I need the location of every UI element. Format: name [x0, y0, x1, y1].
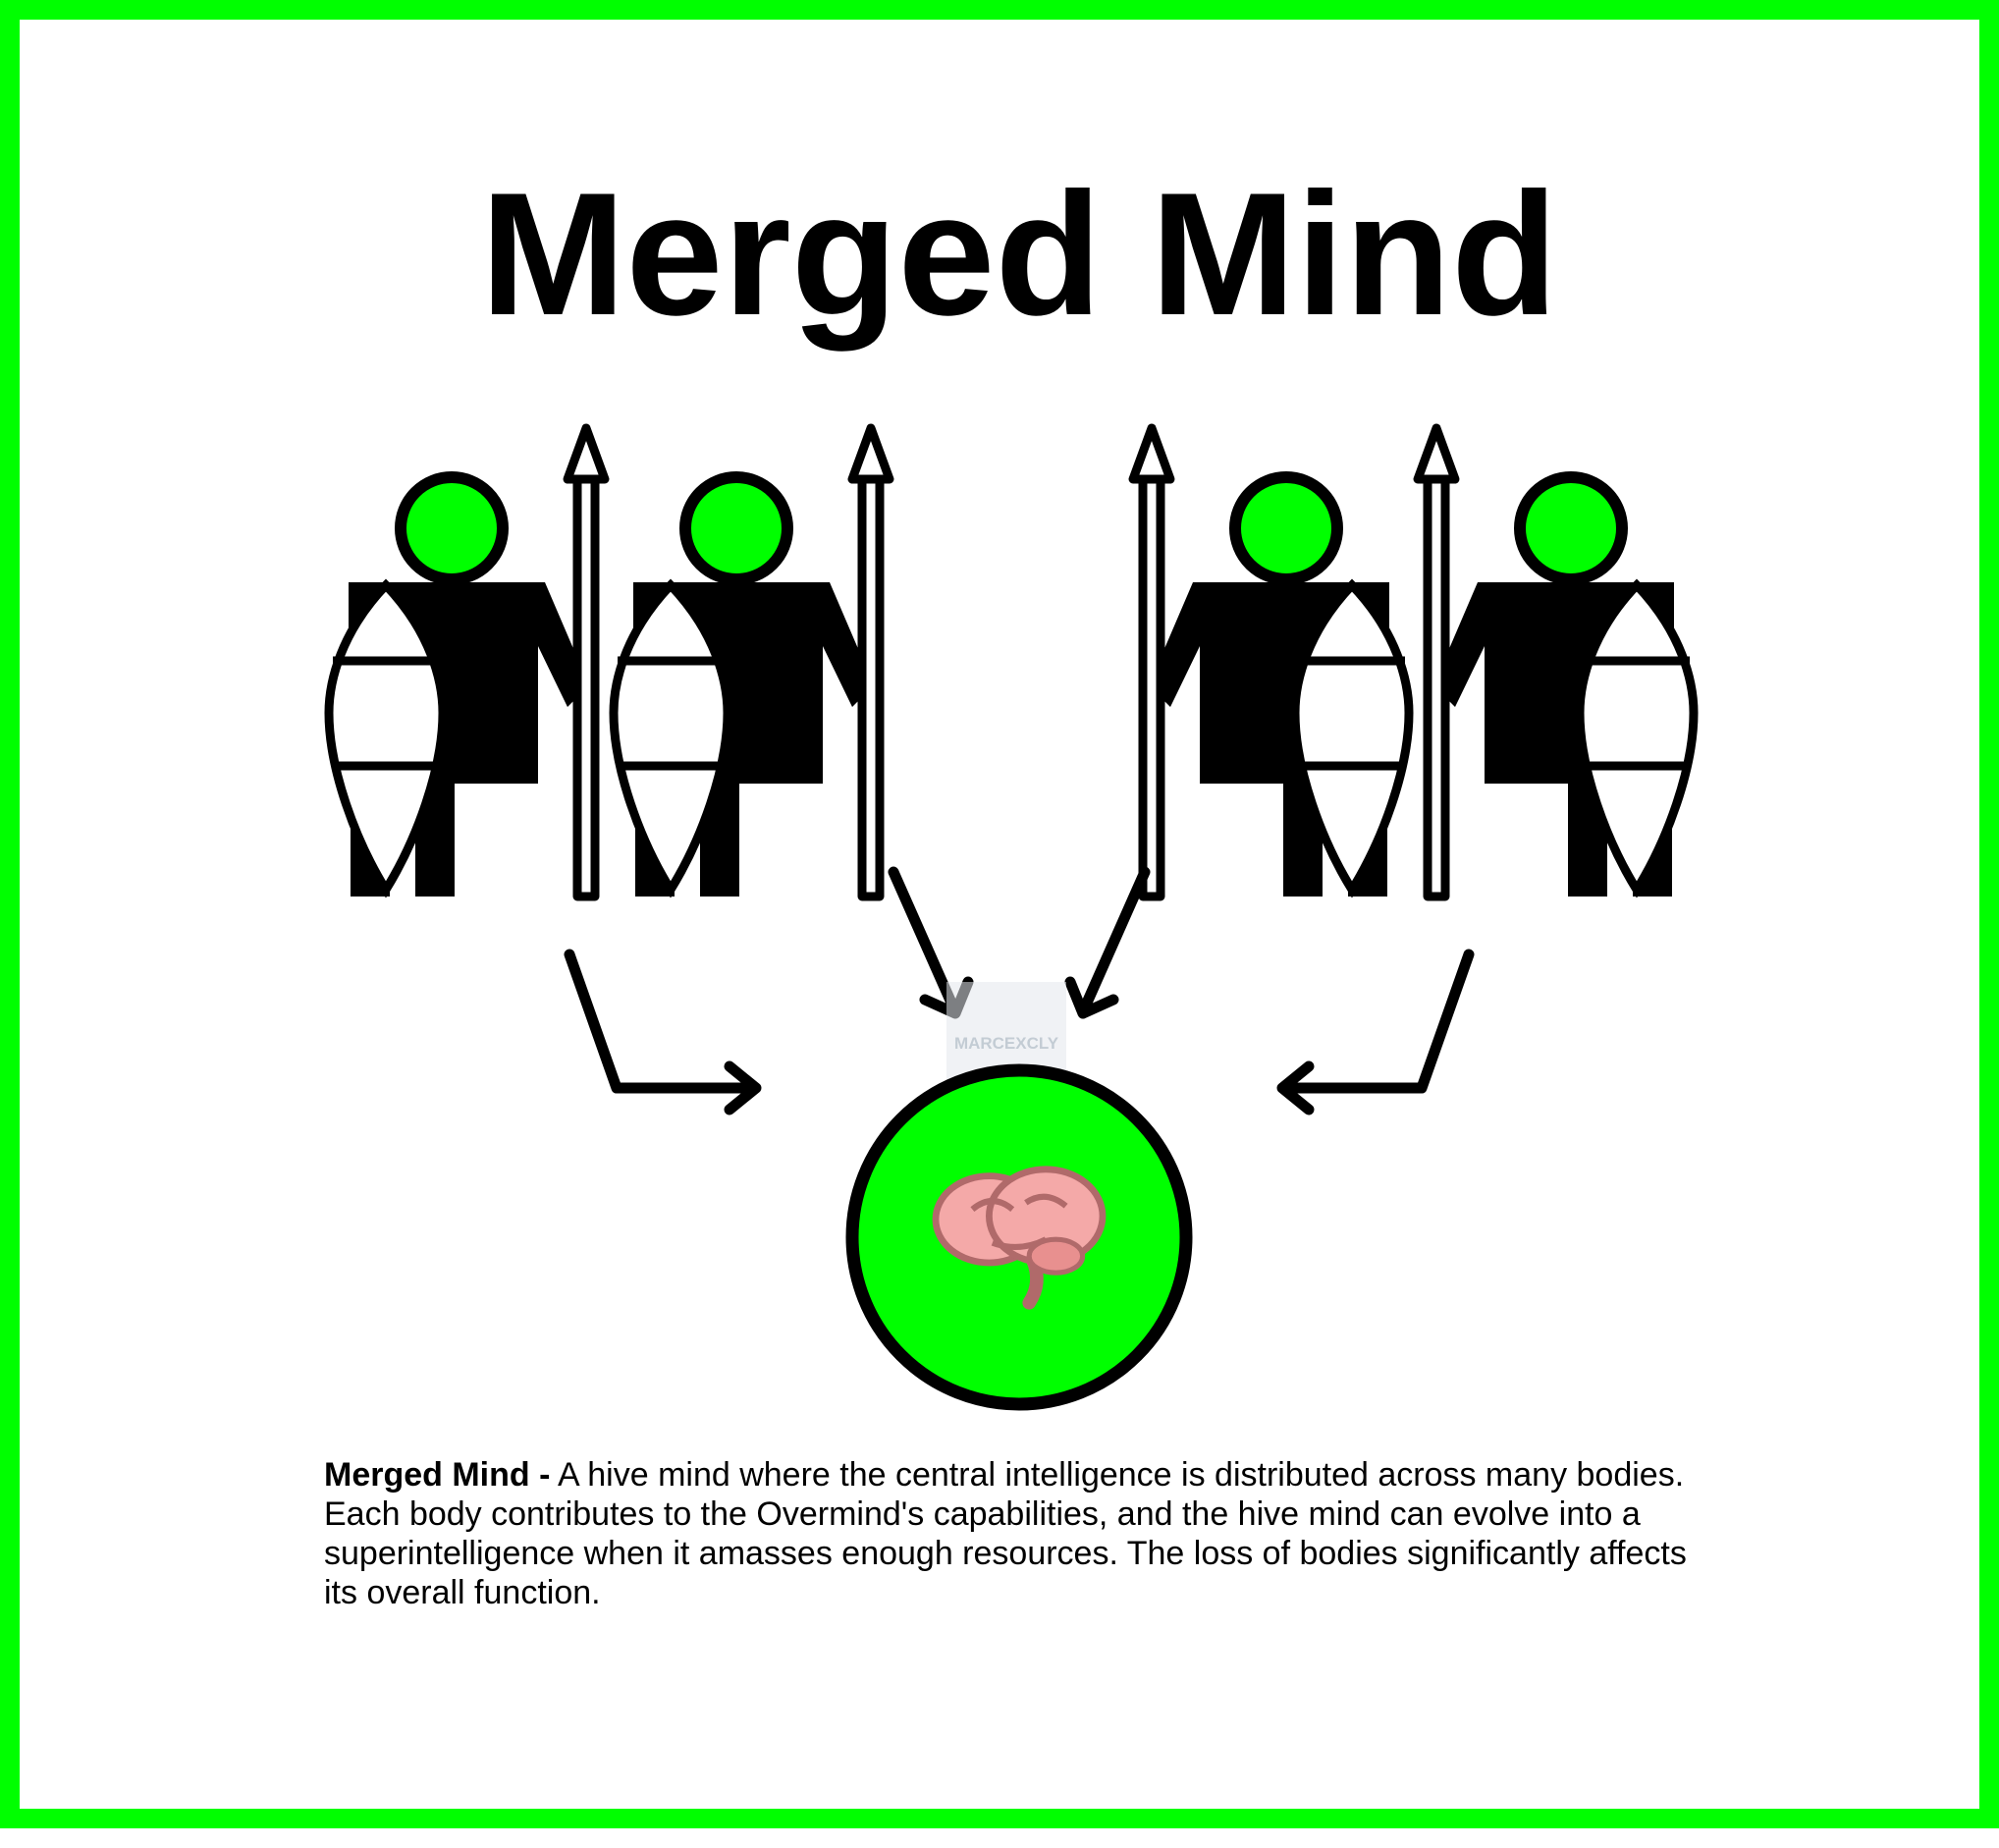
warrior-figure-2 — [614, 428, 890, 897]
description-term: Merged Mind - — [324, 1456, 551, 1494]
page-title: Merged Mind — [480, 156, 1558, 352]
warrior-figure-1 — [329, 428, 605, 897]
merged-mind-diagram: MARCEXCLY — [20, 20, 1999, 1411]
watermark-text: MARCEXCLY — [954, 1034, 1059, 1053]
warrior-figure-3 — [1133, 428, 1409, 897]
warrior-figure-4 — [1418, 428, 1694, 897]
description: Merged Mind - A hive mind where the cent… — [324, 1455, 1728, 1612]
arrow-far-left — [564, 949, 762, 1115]
arrow-far-right — [1276, 949, 1475, 1115]
arrow-inner-right — [1064, 866, 1151, 1019]
description-text: A hive mind where the central intelligen… — [324, 1456, 1687, 1611]
